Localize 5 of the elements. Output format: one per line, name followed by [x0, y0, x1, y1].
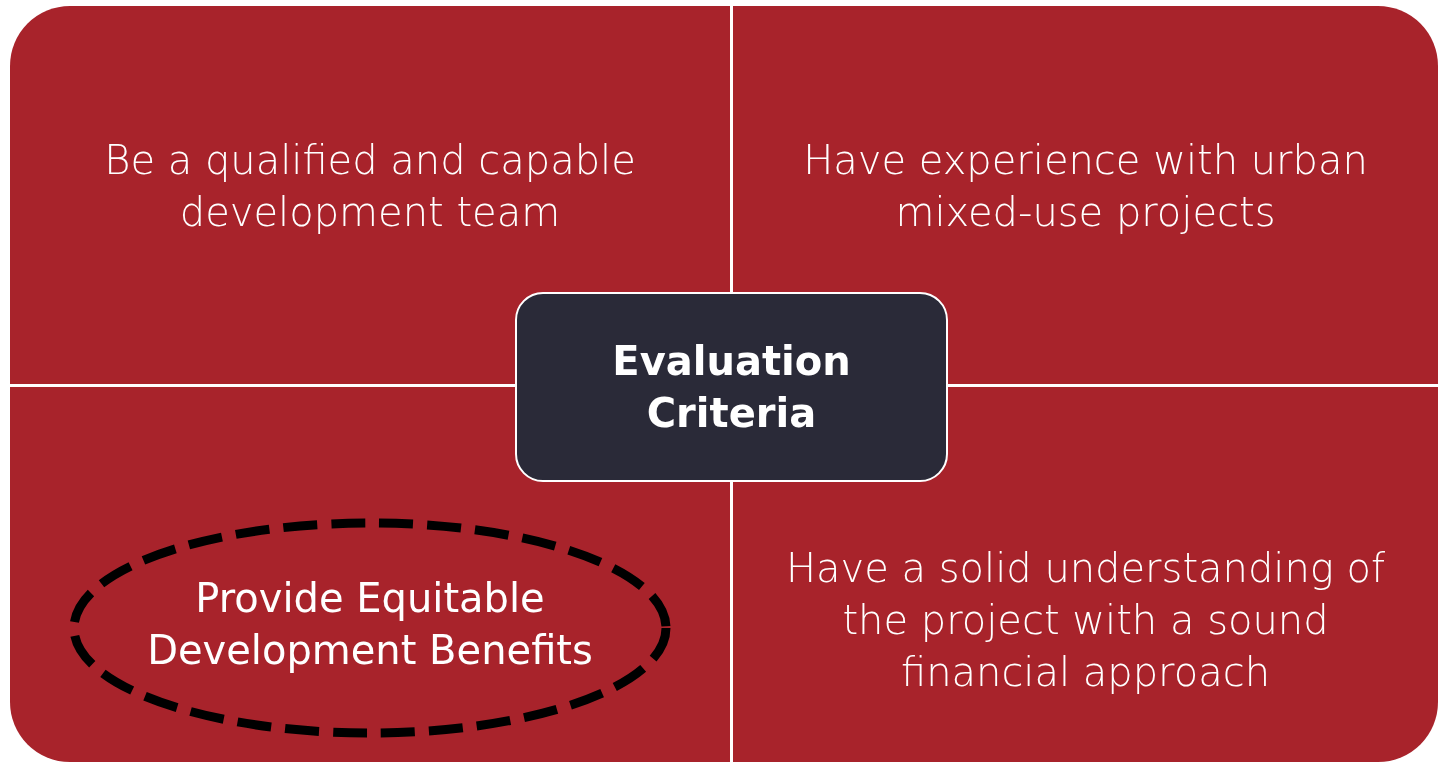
criterion-text: Have experience with urban mixed-use projects [802, 136, 1369, 237]
highlighted-criterion-text: Provide Equitable Development Benefits [146, 574, 594, 675]
criterion-text: Be a qualified and capable development team [103, 136, 637, 237]
criterion-text: Have a solid understanding of the project with a sound financial approach [784, 544, 1387, 697]
center-box: Evaluation Criteria [515, 292, 948, 482]
